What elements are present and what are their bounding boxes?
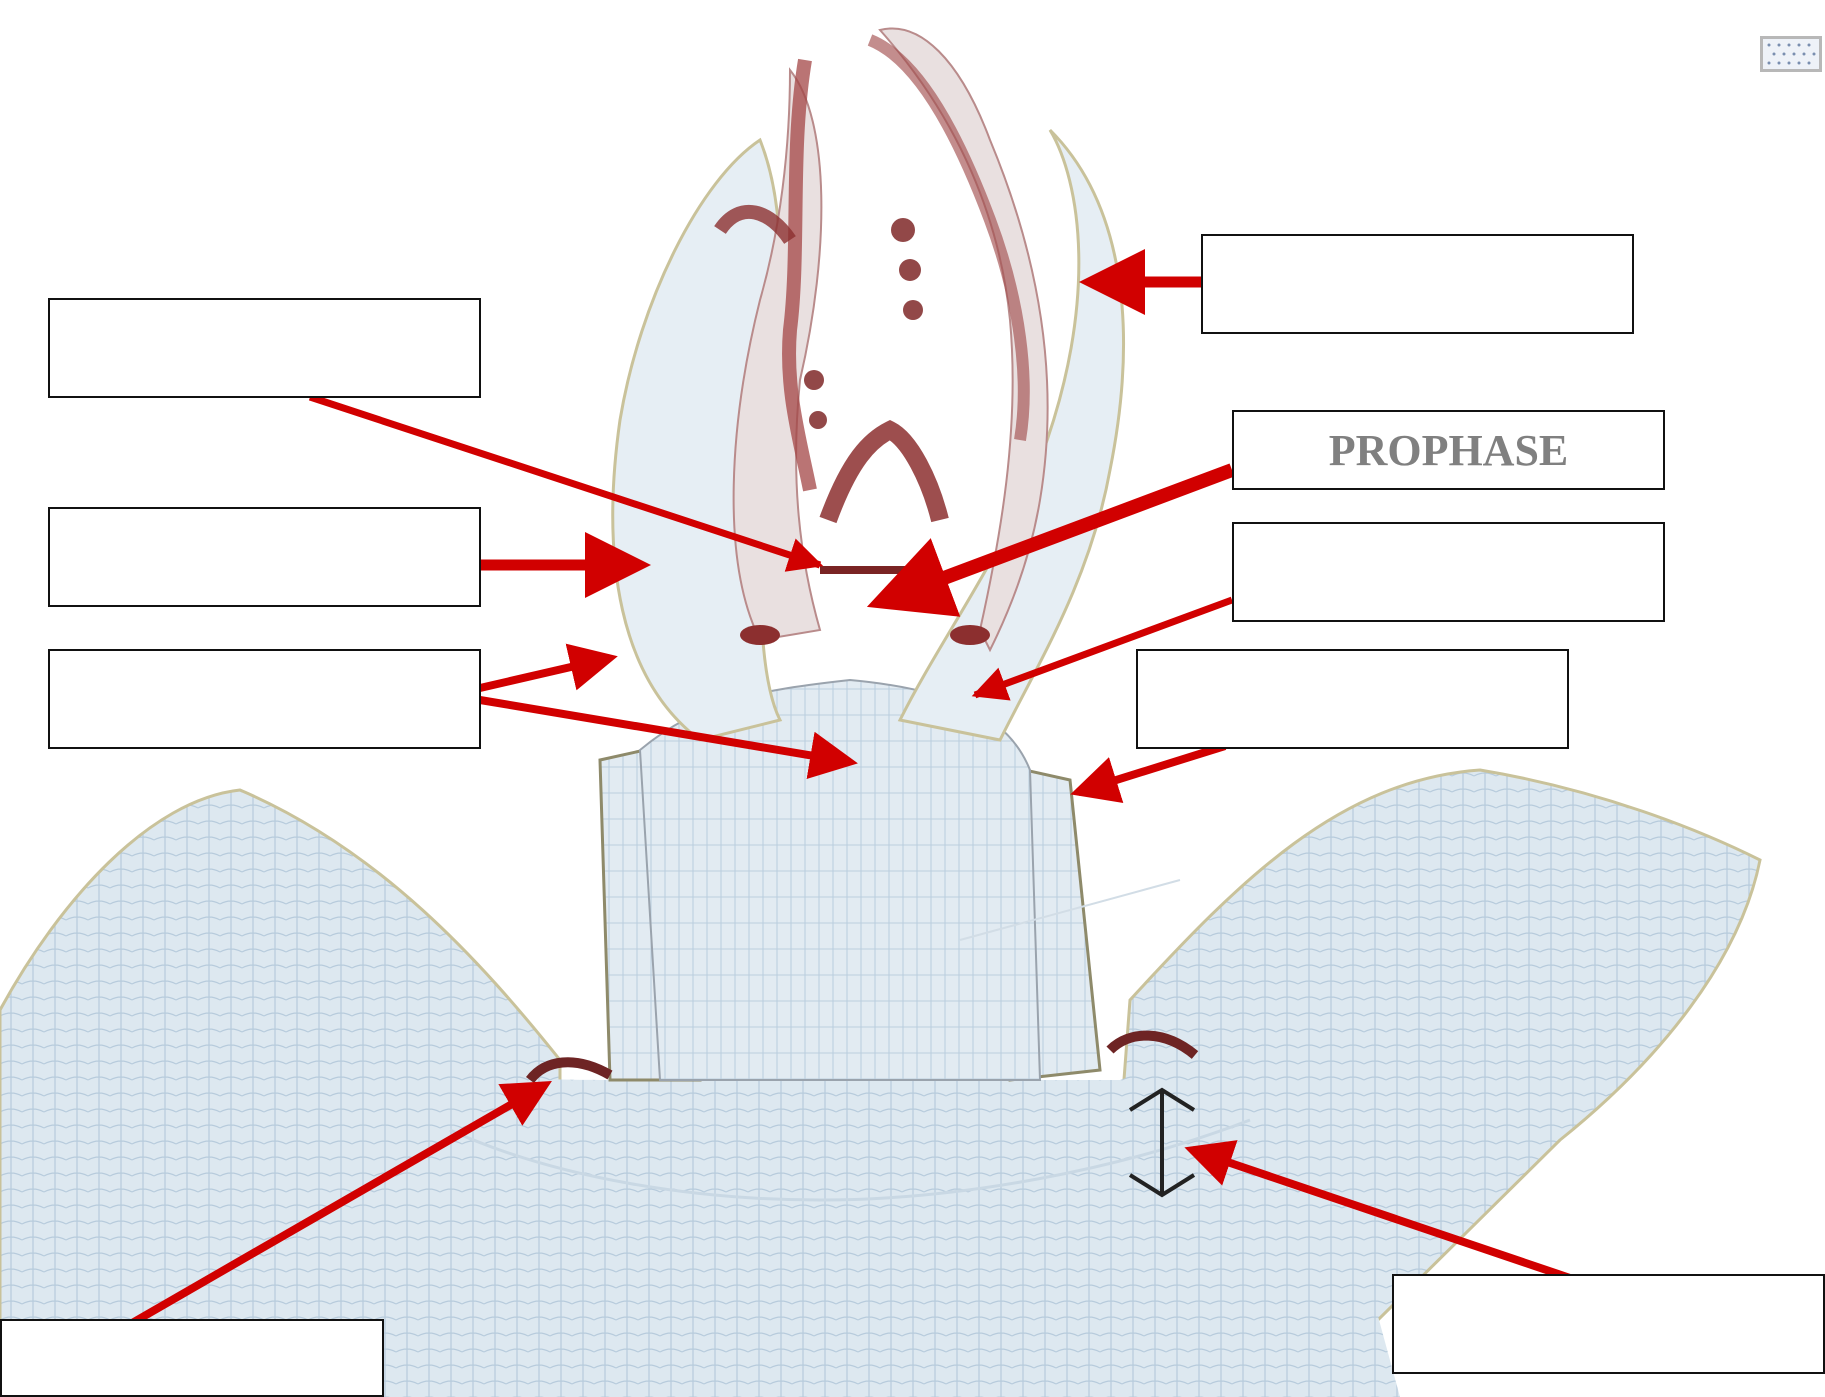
- base-stem-tissue: [330, 1030, 1400, 1397]
- label-box-left-middle[interactable]: [48, 507, 481, 607]
- arrow-right-lower: [1078, 746, 1225, 792]
- label-box-left-lower[interactable]: [48, 649, 481, 749]
- slide-thumbnail-icon[interactable]: [1760, 36, 1822, 72]
- label-box-left-upper[interactable]: [48, 298, 481, 398]
- arrow-left-lower-a: [480, 658, 610, 688]
- thumbnail-pattern: [1763, 39, 1819, 69]
- label-box-prophase[interactable]: PROPHASE: [1232, 410, 1665, 490]
- stem-column: [600, 680, 1180, 1080]
- label-box-top-right[interactable]: [1201, 234, 1634, 334]
- label-box-bottom-right[interactable]: [1392, 1274, 1825, 1374]
- label-box-right-lower[interactable]: [1136, 649, 1569, 749]
- label-box-right-middle[interactable]: [1232, 522, 1665, 622]
- label-box-bottom-left[interactable]: [0, 1319, 384, 1397]
